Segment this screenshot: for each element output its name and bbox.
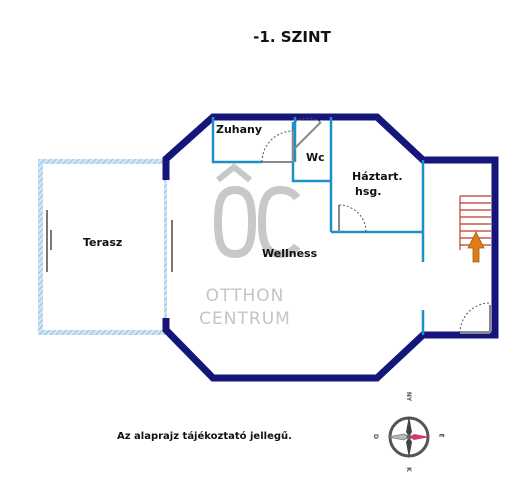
outer-wall: [162, 113, 499, 382]
door-swings: [261, 118, 491, 334]
stairs-up-arrow-icon: [467, 231, 485, 263]
watermark-line1: OTTHON: [205, 286, 285, 306]
compass-label-east: É: [437, 433, 445, 438]
compass-label-south: K: [404, 467, 412, 472]
terrace-border: [38, 159, 167, 335]
room-label-haztart-line1: Háztart.: [352, 170, 403, 183]
otthon-centrum-logo: [213, 163, 301, 259]
room-label-wellness: Wellness: [262, 247, 318, 260]
room-label-haztart-line2: hsg.: [355, 185, 382, 198]
disclaimer-note: Az alaprajz tájékoztató jellegű.: [117, 431, 292, 442]
terrace-door: [46, 210, 173, 272]
compass-label-north: NY: [405, 391, 413, 402]
floor-title: -1. SZINT: [253, 28, 331, 46]
inner-walls: [211, 117, 425, 335]
room-label-wc: Wc: [306, 151, 325, 164]
compass-icon: [387, 416, 430, 458]
room-label-zuhany: Zuhany: [216, 123, 263, 136]
compass-label-west: D: [371, 434, 379, 439]
room-label-terasz: Terasz: [83, 236, 123, 249]
watermark-line2: CENTRUM: [199, 309, 291, 329]
